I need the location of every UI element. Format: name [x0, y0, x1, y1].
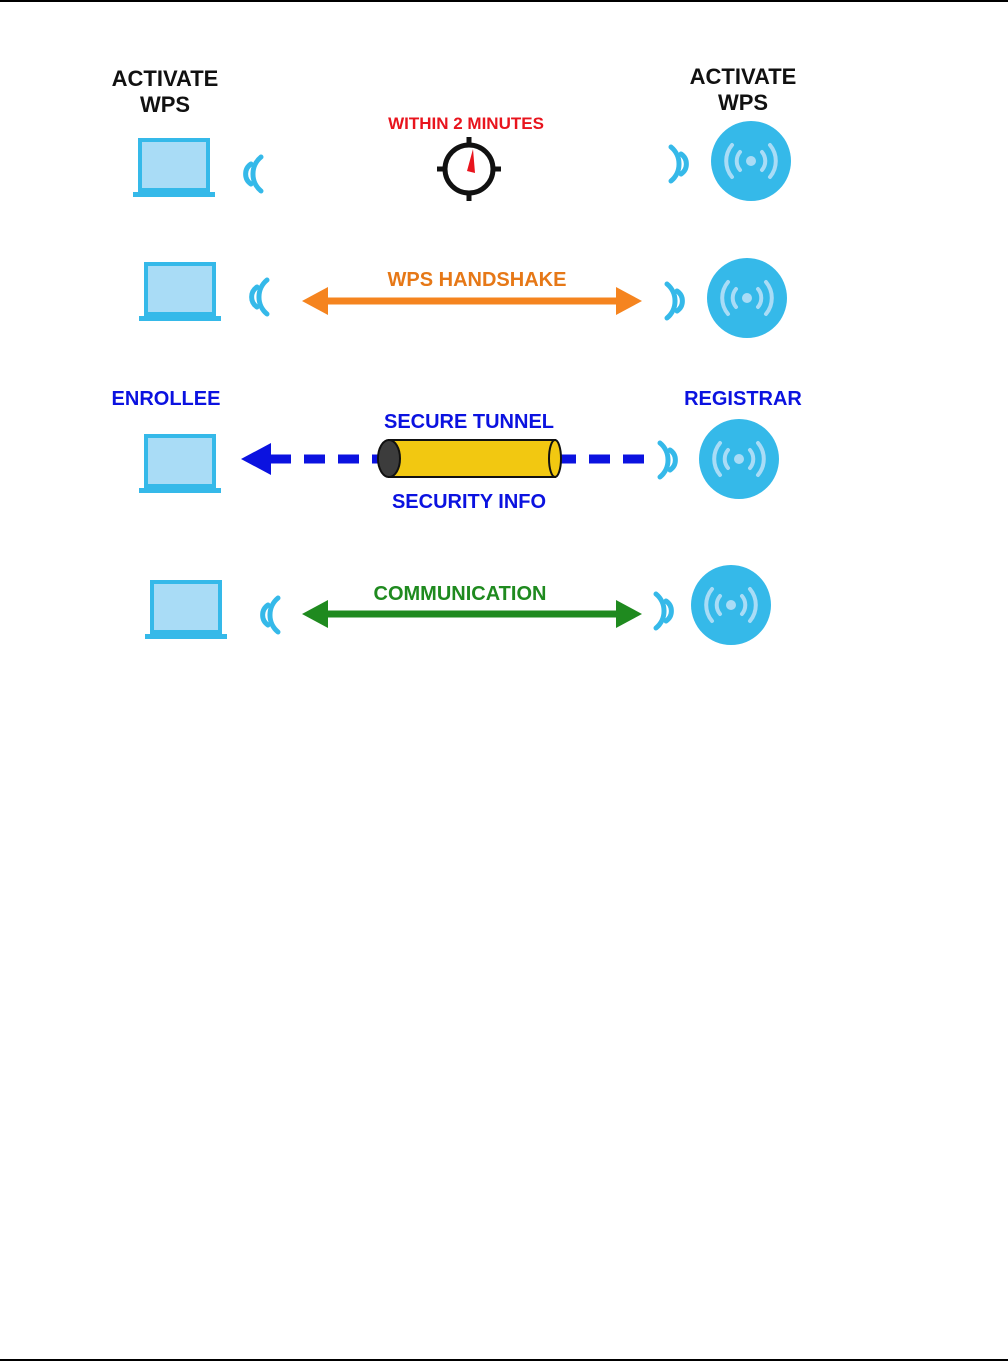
row1-right-label-line1: ACTIVATE: [690, 64, 797, 89]
wifi-signal-icon: [667, 284, 682, 318]
row1-left-label-line2: WPS: [140, 92, 190, 117]
security-info-label: SECURITY INFO: [392, 491, 546, 513]
wifi-signal-icon: [660, 443, 675, 477]
laptop-icon: [139, 264, 221, 321]
wifi-signal-icon: [671, 147, 686, 181]
wireless-ap-icon: [711, 121, 791, 201]
wireless-ap-icon: [699, 419, 779, 499]
timer-label: WITHIN 2 MINUTES: [388, 114, 544, 133]
handshake-arrow: [302, 287, 642, 315]
laptop-icon: [145, 582, 227, 639]
stopwatch-icon: [437, 137, 501, 201]
laptop-icon: [133, 140, 215, 197]
wireless-ap-icon: [691, 565, 771, 645]
page-bottom-rule: [0, 1359, 1008, 1361]
wifi-signal-icon: [656, 594, 671, 628]
wireless-ap-icon: [707, 258, 787, 338]
registrar-label: REGISTRAR: [684, 388, 802, 410]
row1-left-label-line1: ACTIVATE: [112, 66, 219, 91]
secure-tunnel-icon: [378, 440, 561, 477]
row1-right-label-line2: WPS: [718, 90, 768, 115]
laptop-icon: [139, 436, 221, 493]
wifi-signal-icon: [263, 598, 278, 632]
wifi-signal-icon: [246, 157, 261, 191]
handshake-label: WPS HANDSHAKE: [388, 269, 567, 291]
enrollee-label: ENROLLEE: [112, 388, 221, 410]
communication-label: COMMUNICATION: [374, 583, 547, 605]
wifi-signal-icon: [252, 280, 267, 314]
secure-tunnel-label: SECURE TUNNEL: [384, 411, 554, 433]
